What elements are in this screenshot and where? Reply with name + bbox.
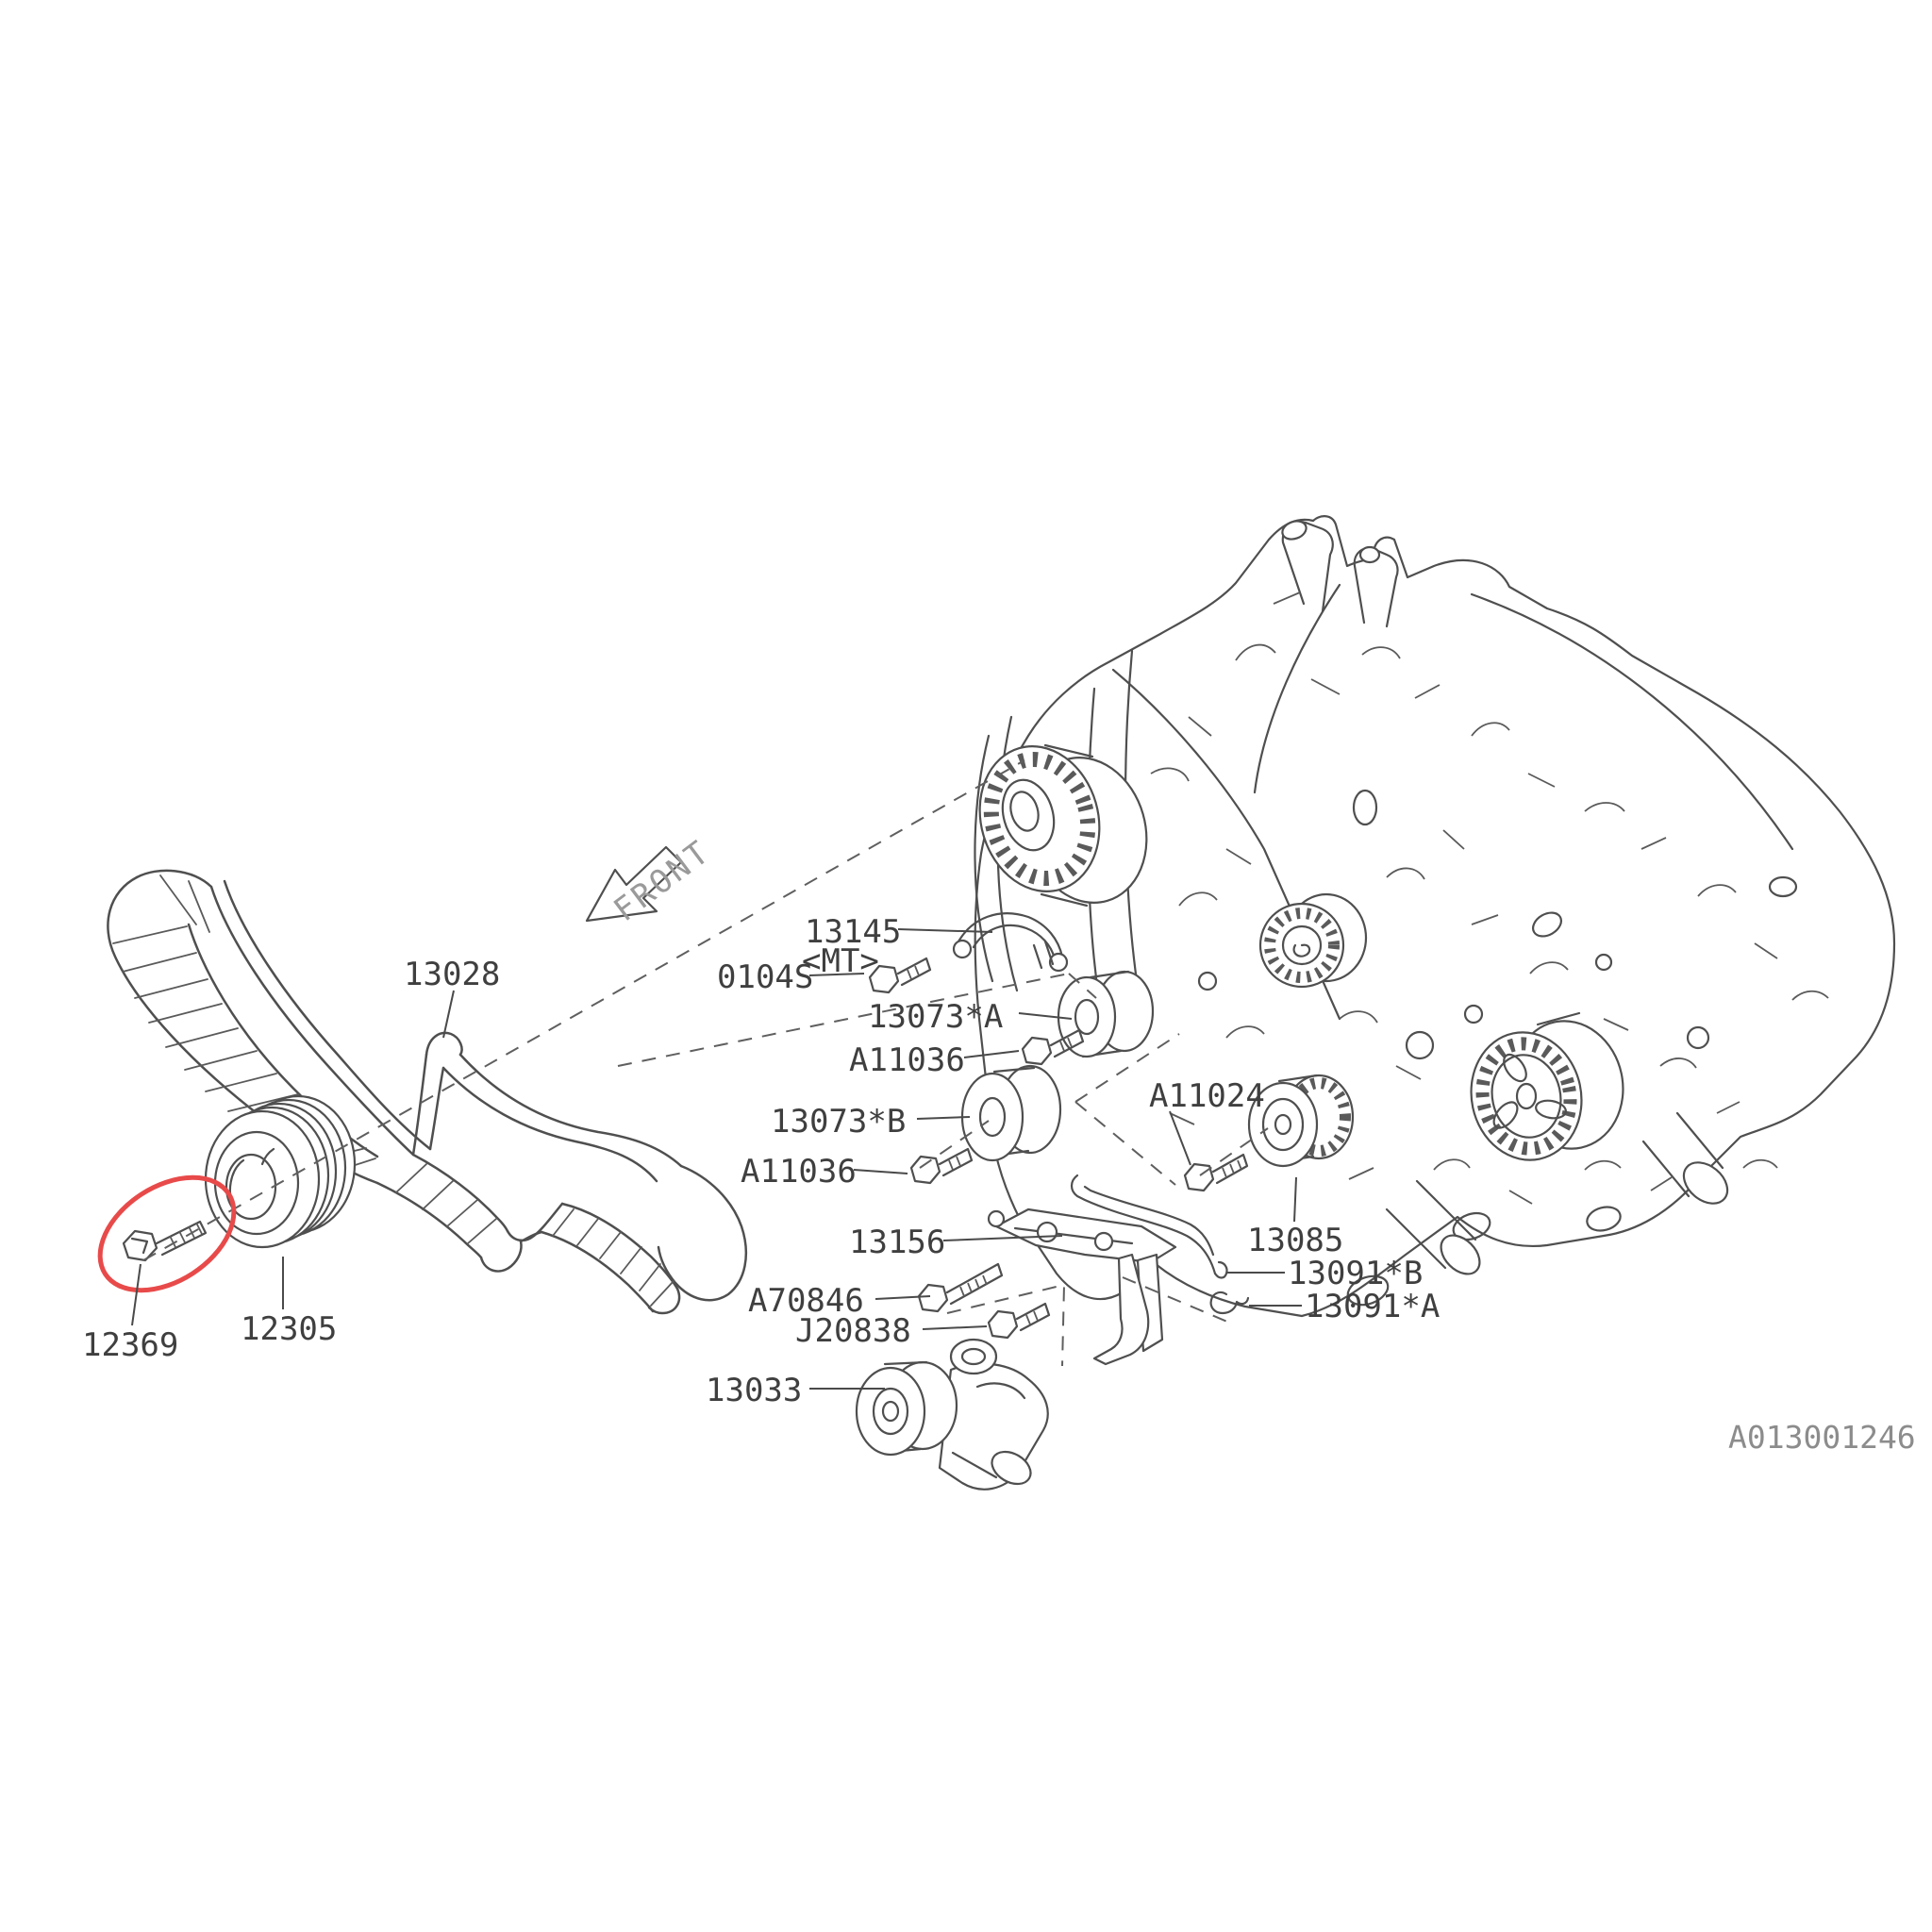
bolt-0104s-part <box>868 957 932 994</box>
part-label-13145: 13145 <box>805 913 901 951</box>
bolt-j20838-part <box>987 1302 1051 1340</box>
cam-sprocket-part <box>1247 1074 1355 1168</box>
bolt-a70846-part <box>917 1262 1004 1313</box>
part-label-a11036-upper: A11036 <box>849 1041 965 1079</box>
part-label-j20838: J20838 <box>795 1312 911 1350</box>
part-label-13091b: 13091*B <box>1288 1255 1423 1292</box>
part-label-12369: 12369 <box>82 1326 178 1364</box>
belt-guide-a-part <box>1209 1291 1250 1315</box>
bolt-a11036-upper-part <box>1021 1028 1085 1066</box>
alignment-dashed-lines <box>142 759 1269 1367</box>
water-pipe <box>1385 1179 1477 1270</box>
part-label-0104s: 0104S <box>717 958 813 996</box>
part-label-13028: 13028 <box>404 956 500 993</box>
part-label-mt-note: <MT> <box>802 942 879 980</box>
engine-crank-sprocket <box>1258 892 1368 989</box>
engine-cam-sprocket-left <box>978 743 1148 908</box>
mt-bracket-part <box>952 912 1069 973</box>
crank-pulley-bolt-part <box>122 1220 208 1262</box>
idler-a-part <box>1057 970 1155 1058</box>
part-label-13033: 13033 <box>706 1372 802 1409</box>
part-label-a11036-lower: A11036 <box>741 1153 857 1191</box>
part-label-13085: 13085 <box>1247 1222 1343 1259</box>
highlight-ellipse-12369 <box>97 1174 237 1293</box>
engine-cam-sprocket-right <box>1470 1011 1624 1161</box>
idler-b-part <box>960 1064 1062 1162</box>
part-label-13156: 13156 <box>849 1224 945 1261</box>
part-number-labels: 13028 13145 <MT> 0104S 13073*A A11036 13… <box>82 913 1916 1456</box>
part-label-a70846: A70846 <box>748 1282 864 1320</box>
front-direction-arrow: FRONT <box>585 833 718 929</box>
timing-belt-drawing <box>107 869 748 1315</box>
part-label-13073a: 13073*A <box>868 998 1003 1036</box>
part-label-a11024: A11024 <box>1149 1077 1265 1115</box>
belt-tensioner-part <box>855 1338 1049 1491</box>
diagram-code: A013001246 <box>1728 1419 1916 1456</box>
part-label-13091a: 13091*A <box>1305 1288 1440 1325</box>
crank-pulley-part <box>204 1094 357 1249</box>
thermostat-housing <box>1641 1111 1724 1198</box>
part-label-12305: 12305 <box>241 1310 337 1348</box>
bolt-a11036-lower-part <box>909 1147 974 1185</box>
label-leader-lines <box>131 928 1302 1390</box>
part-label-13073b: 13073*B <box>771 1103 906 1141</box>
